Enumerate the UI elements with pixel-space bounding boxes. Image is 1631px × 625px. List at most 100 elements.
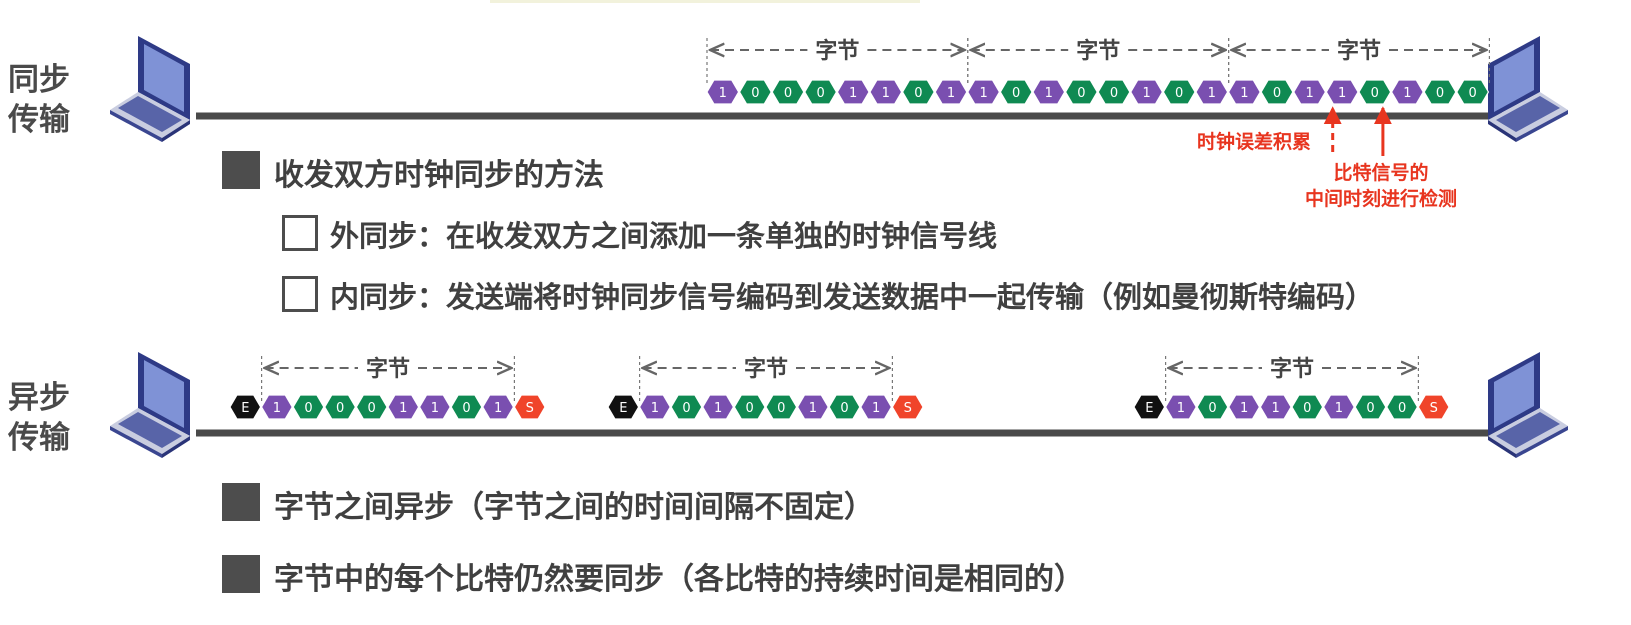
svg-text:S: S: [904, 401, 912, 416]
async-bit: 0: [1354, 394, 1387, 420]
svg-text:0: 0: [751, 86, 759, 101]
svg-text:1: 1: [1240, 86, 1248, 101]
sync-bit: 1: [1390, 79, 1424, 105]
external-sync-bullet: [282, 215, 318, 251]
async-bit: 0: [292, 394, 325, 420]
sync-bit: 0: [804, 79, 838, 105]
svg-text:1: 1: [431, 401, 439, 416]
byte-label: 字节: [1337, 38, 1381, 64]
stop-bit: S: [1417, 394, 1450, 420]
byte-marker: 字节: [261, 356, 516, 402]
svg-text:1: 1: [399, 401, 407, 416]
async-bit: 1: [1259, 394, 1292, 420]
sync-bit: 1: [706, 79, 740, 105]
svg-text:0: 0: [1110, 86, 1118, 101]
sync-label-line1: 同步: [8, 62, 70, 98]
sync-bit: 1: [836, 79, 870, 105]
byte-marker: 字节: [1227, 38, 1491, 84]
sync-label: 同步 传输: [8, 60, 70, 140]
async-bit: 0: [324, 394, 357, 420]
byte-marker: 字节: [706, 38, 969, 84]
async-bit: 1: [387, 394, 420, 420]
svg-text:0: 0: [682, 401, 690, 416]
async-point1-text: 字节之间异步（字节之间的时间间隔不固定）: [274, 490, 874, 525]
clock-error-note: 时钟误差积累: [1197, 131, 1312, 153]
sync-bit: 1: [934, 79, 968, 105]
byte-label: 字节: [1270, 356, 1314, 382]
async-bit: 1: [482, 394, 515, 420]
svg-text:0: 0: [336, 401, 344, 416]
byte-label: 字节: [366, 356, 410, 382]
svg-text:0: 0: [777, 401, 785, 416]
async-bit: 0: [765, 394, 798, 420]
svg-text:0: 0: [840, 401, 848, 416]
async-bit: 1: [796, 394, 829, 420]
async-bit: 0: [670, 394, 703, 420]
sync-bit: 1: [1293, 79, 1327, 105]
sync-bit: 0: [771, 79, 805, 105]
svg-text:1: 1: [882, 86, 890, 101]
byte-marker: 字节: [967, 38, 1230, 84]
svg-text:0: 0: [1436, 86, 1444, 101]
svg-text:E: E: [619, 401, 627, 416]
async-bit: 1: [1228, 394, 1261, 420]
async-bit: 1: [1322, 394, 1355, 420]
stop-bit: S: [513, 394, 546, 420]
async-bit: 1: [860, 394, 893, 420]
svg-text:0: 0: [1273, 86, 1281, 101]
sync-bit: 1: [1032, 79, 1066, 105]
svg-text:0: 0: [1371, 86, 1379, 101]
start-bit: E: [607, 394, 640, 420]
svg-text:1: 1: [872, 401, 880, 416]
async-point2-text: 字节中的每个比特仍然要同步（各比特的持续时间是相同的）: [274, 562, 1084, 597]
svg-text:1: 1: [1208, 86, 1216, 101]
svg-text:1: 1: [1338, 86, 1346, 101]
svg-text:1: 1: [651, 401, 659, 416]
svg-text:1: 1: [1045, 86, 1053, 101]
svg-text:1: 1: [1335, 401, 1343, 416]
laptop-icon: [1488, 36, 1568, 142]
sync-bit: 0: [999, 79, 1033, 105]
external-sync-text: 外同步：在收发双方之间添加一条单独的时钟信号线: [330, 219, 998, 253]
sync-bit: 0: [1358, 79, 1392, 105]
sync-bit: 0: [1162, 79, 1196, 105]
svg-text:0: 0: [914, 86, 922, 101]
async-bit: 0: [450, 394, 483, 420]
methods-heading: 收发双方时钟同步的方法: [274, 158, 604, 193]
start-bit: E: [229, 394, 262, 420]
svg-text:0: 0: [1468, 86, 1476, 101]
sync-bit: 1: [869, 79, 903, 105]
svg-text:1: 1: [947, 86, 955, 101]
async-label: 异步 传输: [8, 378, 70, 458]
async-bit: 0: [828, 394, 861, 420]
async-bit: 1: [1164, 394, 1197, 420]
detect-note-line2: 中间时刻进行检测: [1305, 188, 1458, 210]
svg-text:0: 0: [1398, 401, 1406, 416]
byte-label: 字节: [815, 38, 859, 64]
sync-bit: 1: [1325, 79, 1359, 105]
async-bit: 1: [260, 394, 293, 420]
svg-text:0: 0: [1077, 86, 1085, 101]
svg-text:1: 1: [714, 401, 722, 416]
svg-text:0: 0: [304, 401, 312, 416]
async-bit: 0: [1196, 394, 1229, 420]
svg-text:0: 0: [1366, 401, 1374, 416]
detect-note-line1: 比特信号的: [1333, 162, 1429, 184]
sync-bit: 1: [1130, 79, 1164, 105]
sync-bit: 1: [1227, 79, 1261, 105]
async-label-line2: 传输: [8, 420, 70, 456]
laptop-icon: [110, 352, 190, 458]
svg-text:0: 0: [816, 86, 824, 101]
svg-text:1: 1: [494, 401, 502, 416]
sync-bit: 0: [1064, 79, 1098, 105]
byte-label: 字节: [1076, 38, 1120, 64]
svg-text:1: 1: [1142, 86, 1150, 101]
methods-bullet: [222, 151, 260, 189]
byte-label: 字节: [744, 356, 788, 382]
byte-marker: 字节: [1164, 356, 1420, 402]
svg-text:1: 1: [1305, 86, 1313, 101]
sync-bit: 0: [1456, 79, 1490, 105]
byte-marker: 字节: [638, 356, 894, 402]
